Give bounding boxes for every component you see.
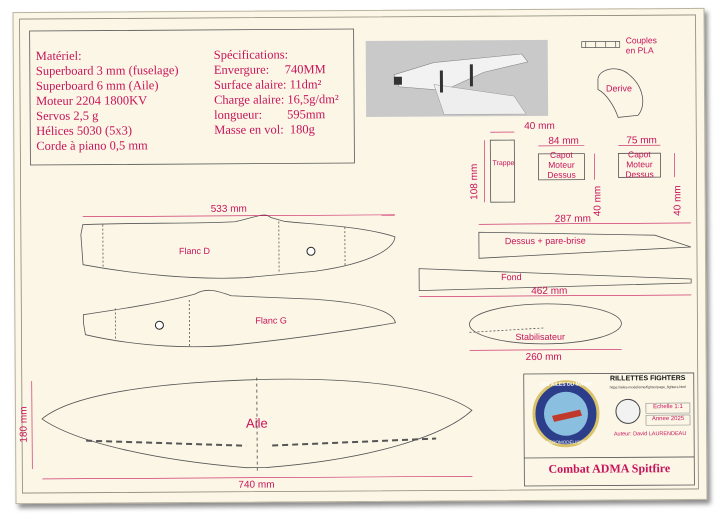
dessus-part [478, 231, 692, 259]
couples-label: Couples en PLA [625, 35, 657, 56]
scale-text: Echelle 1:1 [653, 404, 683, 411]
year-text: Annee 2025 [651, 416, 685, 423]
cg-marker-d [306, 246, 316, 256]
flanc-g-label: Flanc G [255, 315, 287, 326]
specs-heading: Spécifications: [213, 47, 289, 62]
derive-part [597, 68, 644, 118]
materials-item-3: Moteur 2204 1800KV [36, 93, 148, 108]
trappe-label: Trappe [492, 160, 515, 168]
dim-40-capot-2: 40 mm [672, 185, 684, 216]
couples-part [581, 41, 621, 48]
materials-item-5: Hélices 5030 (5x3) [36, 123, 133, 138]
author-text: Auteur: David LAURENDEAU [613, 431, 687, 438]
render-plane [393, 53, 529, 115]
plan-sheet: Matériel: Superboard 3 mm (fuselage) Sup… [12, 7, 708, 505]
capot-label-2: Capot Moteur Dessus [625, 149, 654, 180]
title-block [523, 372, 695, 487]
aile-label: Aile [245, 415, 268, 431]
group-url: https://ailes-modelisme/fighter/page_fig… [609, 385, 686, 390]
spec-box [29, 28, 355, 166]
aile-spar-marks [86, 437, 437, 447]
plan-title: Combat ADMA Spitfire [548, 461, 671, 476]
dim-180: 180 mm [18, 406, 30, 443]
club-name: LES AILES DU MAINE [539, 381, 592, 388]
materials-item-6: Corde à piano 0,5 mm [36, 138, 148, 153]
fond-part [418, 268, 692, 292]
capot-part-2 [617, 152, 661, 178]
trappe-part [489, 139, 516, 203]
derive-label: Derive [605, 83, 633, 94]
flanc-d-part [80, 214, 396, 279]
club-sub: AÉROMODÉLISME [546, 439, 587, 445]
stabilisateur-label: Stabilisateur [515, 331, 566, 343]
flanc-d-label: Flanc D [178, 245, 211, 257]
group-name: RILLETTES FIGHTERS [610, 375, 686, 383]
dessus-label: Dessus + pare-brise [504, 235, 586, 247]
dim-lines-top [483, 131, 675, 203]
specs-item-5: Masse en vol: 180g [214, 122, 315, 137]
specs-item-2: Surface alaire: 11dm² [213, 77, 322, 92]
dim-108: 108 mm [469, 163, 481, 200]
aile-part [41, 378, 473, 469]
cg-marker-g [154, 320, 164, 330]
frame-border [19, 14, 699, 494]
capot-part-1 [537, 153, 585, 181]
materials-heading: Matériel: [35, 48, 82, 63]
specs-item-3: Charge alaire: 16,5g/dm² [214, 92, 339, 107]
dim-75: 75 mm [626, 135, 657, 147]
materials-item-4: Servos 2,5 g [36, 108, 99, 123]
capot-label-1: Capot Moteur Dessus [547, 149, 576, 180]
stabilisateur-part [469, 303, 622, 345]
dim-40-trappe: 40 mm [524, 120, 555, 132]
dim-84: 84 mm [548, 135, 579, 147]
materials-item-2: Superboard 6 mm (Aile) [35, 78, 159, 93]
dim-287: 287 mm [554, 213, 591, 225]
plan-drawing [19, 14, 699, 494]
dim-533: 533 mm [210, 203, 247, 215]
dim-740: 740 mm [238, 479, 275, 491]
dim-462: 462 mm [531, 285, 568, 297]
fighters-logo [615, 398, 641, 424]
dim-line-533 [82, 214, 395, 217]
materials-item-1: Superboard 3 mm (fuselage) [35, 63, 179, 78]
flanc-g-part [82, 289, 396, 348]
dim-260: 260 mm [525, 351, 562, 363]
dim-40-capot-1: 40 mm [592, 185, 604, 217]
specs-item-1: Envergure: 740MM [213, 62, 326, 77]
specs-item-4: longueur: 595mm [214, 107, 326, 122]
fond-label: Fond [501, 272, 522, 283]
